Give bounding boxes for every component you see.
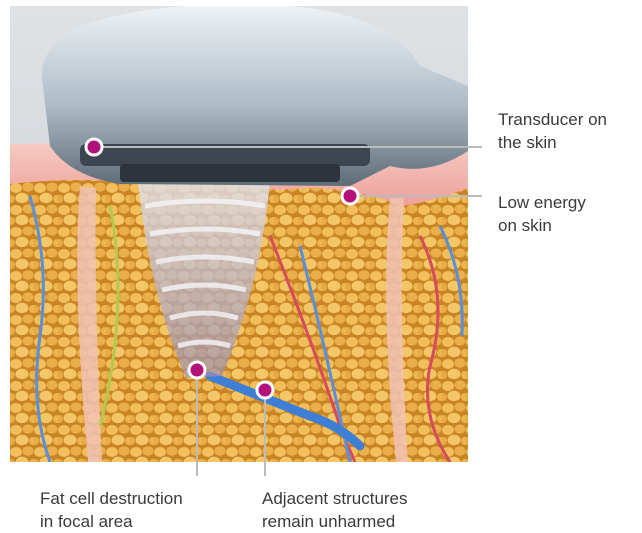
ultrasound-cross-section-illustration (10, 6, 468, 462)
callout-text: Fat cell destruction (40, 487, 183, 510)
callout-text: in focal area (40, 510, 183, 533)
callout-fat-cell: Fat cell destruction in focal area (40, 487, 183, 533)
callout-text: on skin (498, 214, 586, 237)
callout-text: remain unharmed (262, 510, 408, 533)
callout-text: Adjacent structures (262, 487, 408, 510)
callout-text: the skin (498, 131, 607, 154)
callout-transducer: Transducer on the skin (498, 108, 607, 154)
transducer-tip (120, 164, 340, 182)
callout-adjacent: Adjacent structures remain unharmed (262, 487, 408, 533)
callout-text: Low energy (498, 191, 586, 214)
callout-low-energy: Low energy on skin (498, 191, 586, 237)
transducer-base (80, 144, 370, 166)
callout-text: Transducer on (498, 108, 607, 131)
